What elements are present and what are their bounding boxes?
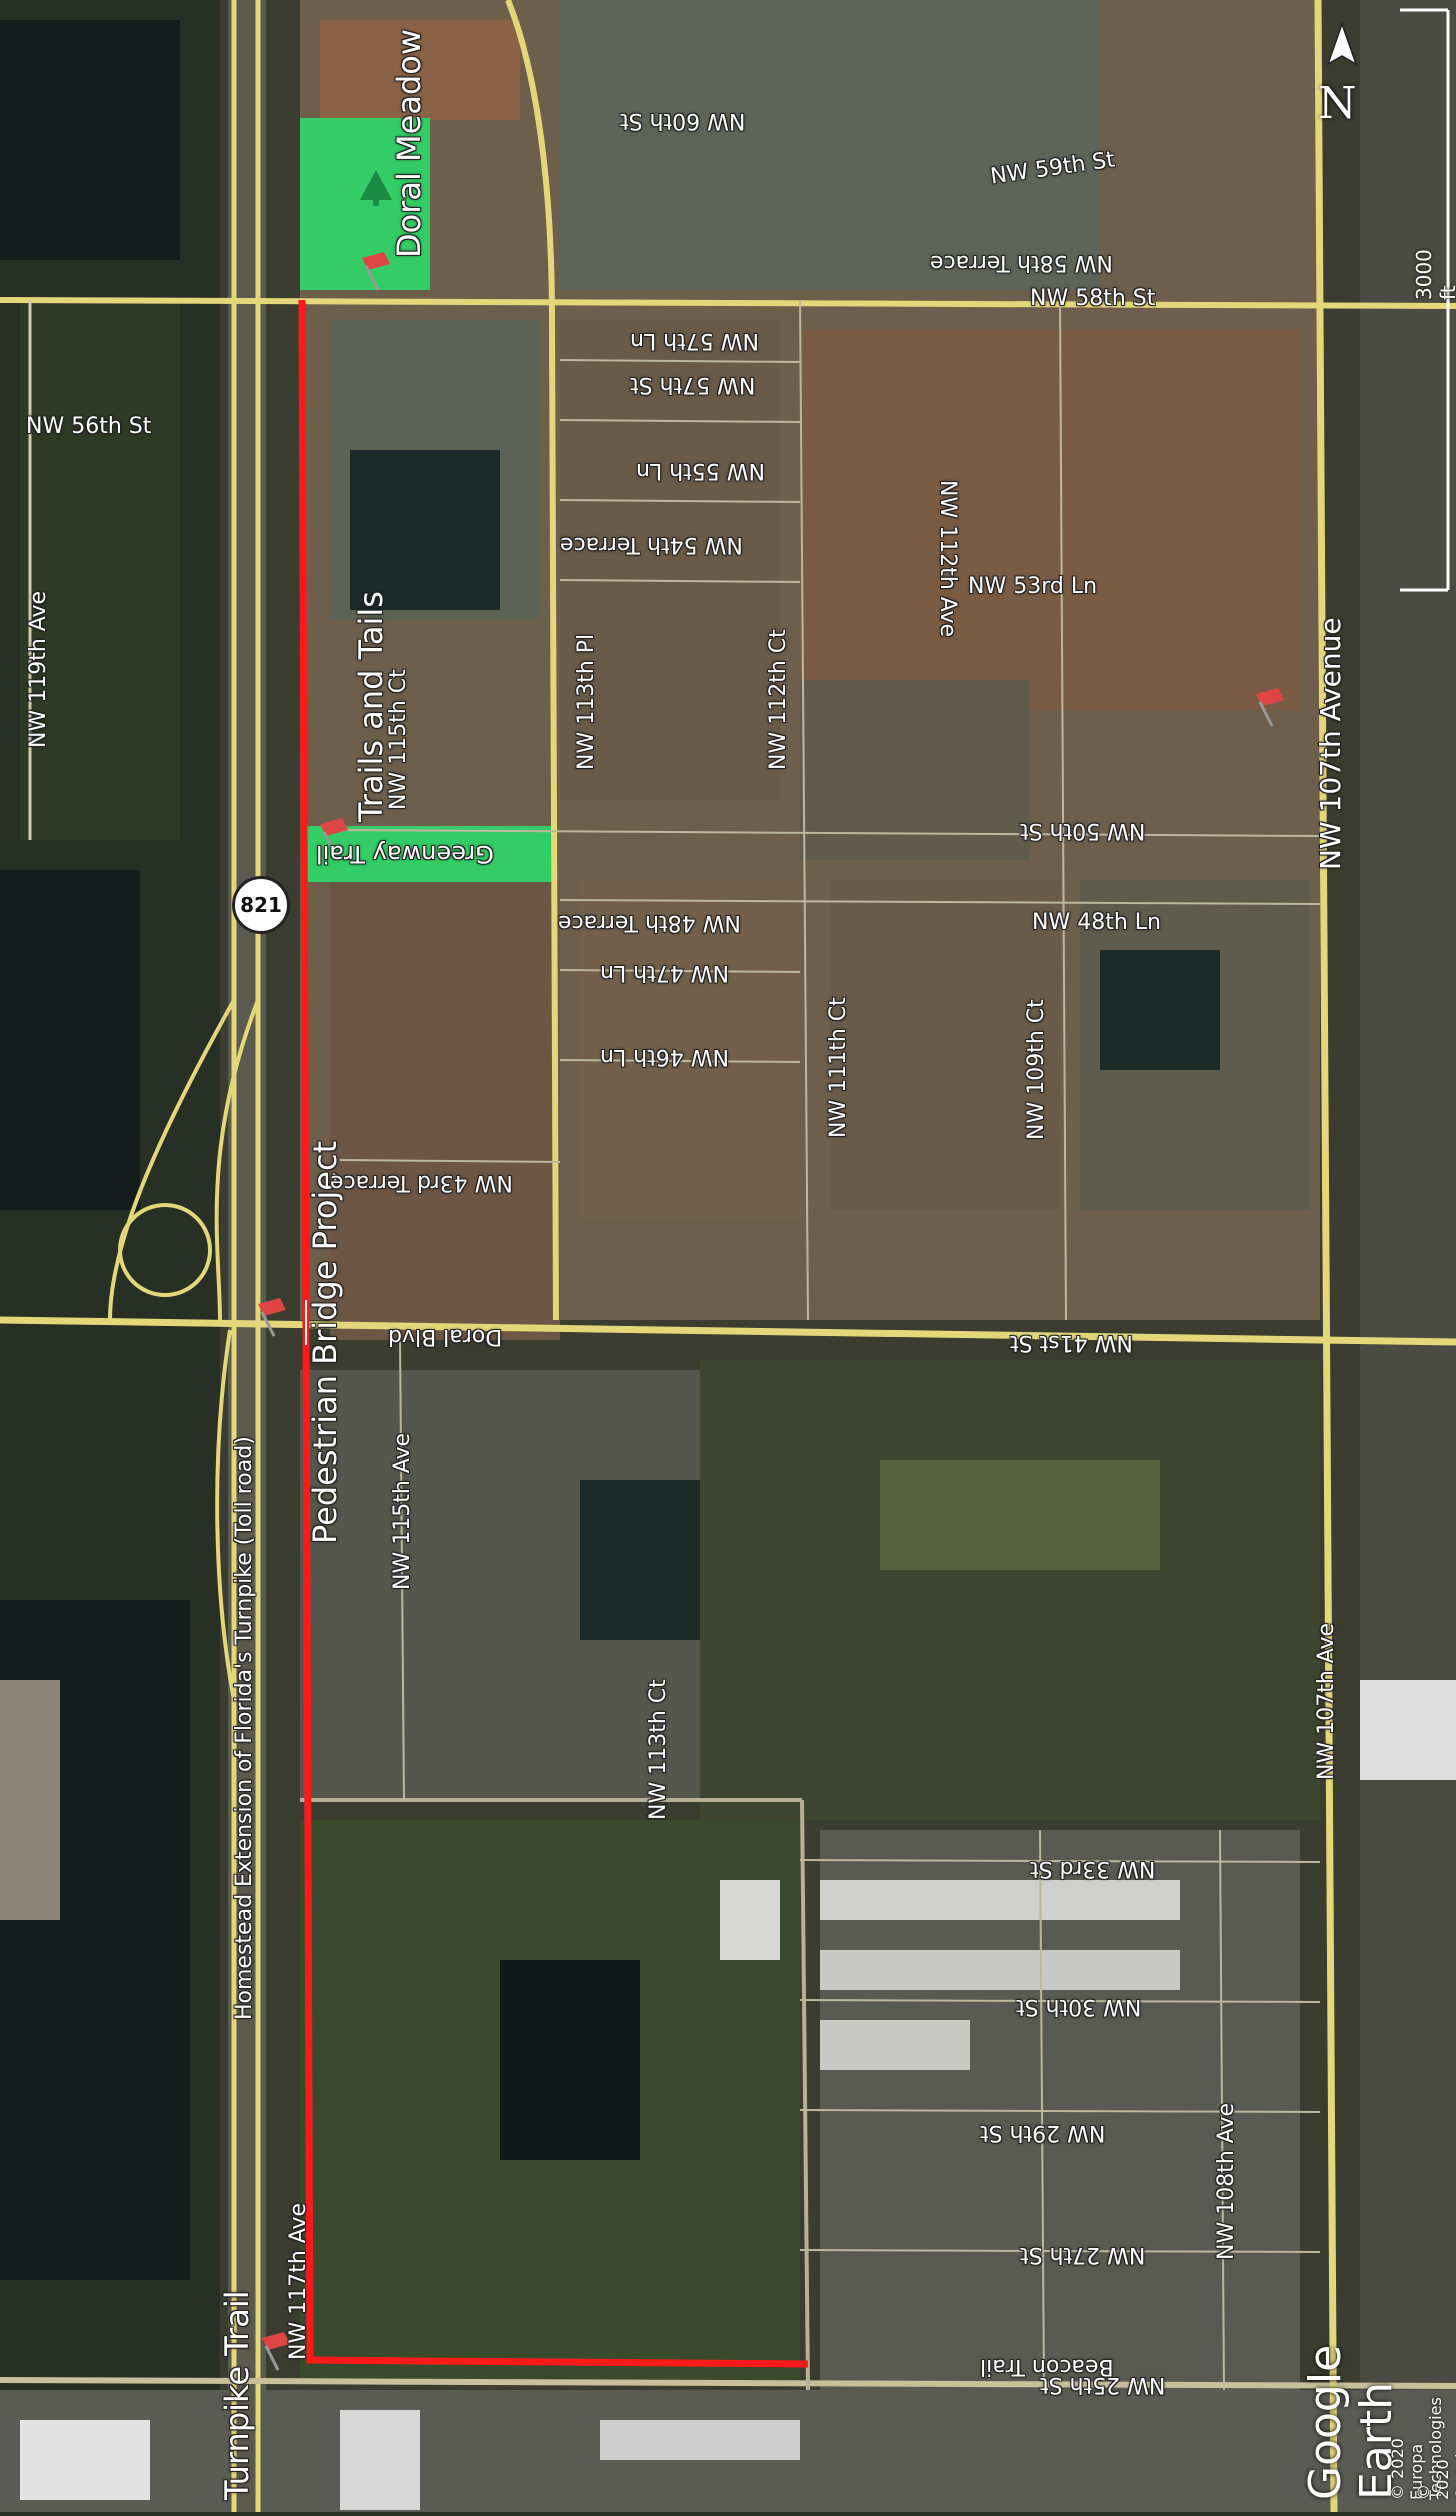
street-nw-109th-ct: NW 109th Ct [1024, 999, 1049, 1140]
street-nw-29th-st: NW 29th St [980, 2120, 1106, 2145]
street-nw-48th-terrace: NW 48th Terrace [558, 910, 741, 935]
street-nw-33rd-st: NW 33rd St [1030, 1856, 1156, 1881]
north-label: N [1318, 78, 1357, 129]
street-nw-48th-ln: NW 48th Ln [1032, 910, 1161, 935]
street-nw-119th-ave: NW 119th Ave [26, 590, 51, 748]
street-nw-112th-ct: NW 112th Ct [766, 629, 791, 770]
label-pedestrian-bridge[interactable]: Pedestrian Bridge Project [306, 1140, 344, 1544]
placemark-pin-icon[interactable] [254, 1296, 290, 1338]
greenway-trail-park[interactable] [306, 826, 552, 882]
street-nw-47th-ln: NW 47th Ln [600, 960, 729, 985]
lake [0, 870, 140, 1210]
route-shield-icon: 821 [232, 876, 290, 934]
street-nw-58th-terrace: NW 58th Terrace [930, 250, 1113, 275]
street-nw-112th-ave: NW 112th Ave [935, 480, 960, 638]
project-route[interactable] [298, 299, 809, 2368]
street-nw-27th-st: NW 27th St [1020, 2242, 1146, 2267]
street-nw-111th-ct: NW 111th Ct [826, 997, 851, 1138]
street-nw-41st-st: NW 41st St [1010, 1330, 1133, 1355]
placemark-pin-icon[interactable] [258, 2330, 294, 2372]
label-trails-and-tails[interactable]: Trails and Tails [352, 591, 390, 822]
street-nw-115th-ave: NW 115th Ave [390, 1432, 415, 1590]
placemark-pin-icon[interactable] [1252, 686, 1288, 728]
street-nw-113th-pl: NW 113th Pl [574, 633, 599, 770]
street-nw-117th-ave: NW 117th Ave [286, 2202, 311, 2360]
street-nw-115th-ct: NW 115th Ct [386, 669, 411, 810]
street-nw-60th-st: NW 60th St [620, 108, 746, 133]
street-nw-54th-terrace: NW 54th Terrace [560, 532, 743, 557]
route-shield-label: 821 [240, 893, 282, 917]
street-nw-57th-st: NW 57th St [630, 372, 756, 397]
google-earth-logo: Google Earth [1300, 2344, 1402, 2500]
placemark-pin-icon[interactable] [316, 816, 352, 858]
copyright-google: © 2020 Google [1414, 2443, 1456, 2500]
street-nw-43rd-terrace: NW 43rd Terrace [330, 1170, 513, 1195]
scale-label: 3000 ft [1412, 249, 1456, 300]
park-tree-icon [360, 170, 392, 206]
label-doral-meadow[interactable]: Doral Meadow [390, 28, 428, 258]
north-arrow-icon [1326, 21, 1358, 66]
street-nw-53rd-ln: NW 53rd Ln [968, 574, 1098, 599]
street-nw-56th-st: NW 56th St [26, 414, 152, 439]
label-homestead-extension: Homestead Extension of Florida's Turnpik… [232, 1436, 257, 2020]
street-nw-58th-st: NW 58th St [1030, 286, 1156, 311]
lake [0, 20, 180, 260]
placemark-pin-icon[interactable] [358, 250, 394, 292]
street-nw-107th-avenue: NW 107th Avenue [1314, 617, 1347, 870]
street-nw-30th-st: NW 30th St [1016, 1994, 1142, 2019]
street-nw-107th-ave: NW 107th Ave [1314, 1622, 1339, 1780]
street-nw-113th-ct: NW 113th Ct [646, 1679, 671, 1820]
street-nw-46th-ln: NW 46th Ln [600, 1044, 729, 1069]
street-nw-57th-ln: NW 57th Ln [630, 328, 759, 353]
street-beacon-trail: Beacon Trail [980, 2354, 1114, 2379]
street-nw-50th-st: NW 50th St [1020, 818, 1146, 843]
label-turnpike-trail[interactable]: Turnpike Trail [218, 2290, 256, 2500]
street-doral-blvd: Doral Blvd [388, 1324, 503, 1349]
label-greenway-trail[interactable]: Greenway Trail [316, 840, 494, 868]
street-nw-108th-ave: NW 108th Ave [1214, 2102, 1239, 2260]
street-nw-55th-ln: NW 55th Ln [636, 458, 765, 483]
